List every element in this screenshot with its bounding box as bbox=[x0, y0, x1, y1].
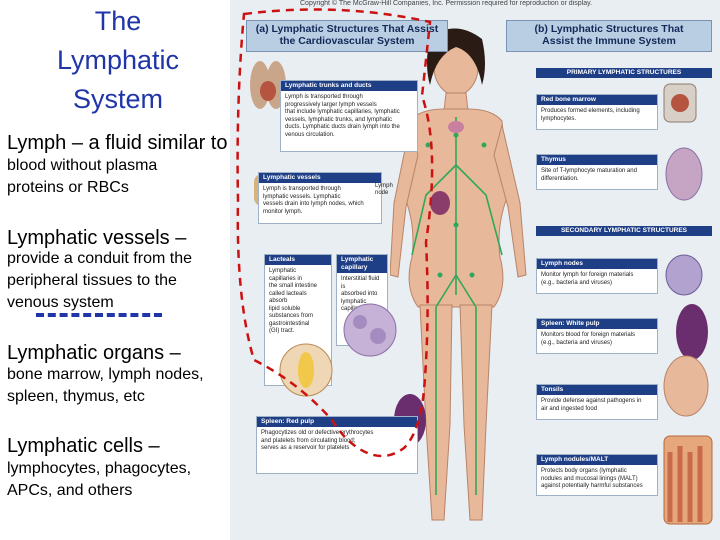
bone-marrow-image bbox=[663, 83, 697, 123]
dashed-separator bbox=[36, 313, 162, 317]
spleen-red-pulp-text: Phagocytizes old or defective erythrocyt… bbox=[261, 430, 374, 451]
malt-title: Lymph nodules/MALT bbox=[537, 455, 657, 465]
vessels-heading: Lymphatic vessels – bbox=[7, 227, 187, 249]
tonsils-box: Tonsils Provide defense against pathogen… bbox=[536, 384, 658, 420]
thymus-text: Site of T-lymphocyte maturation and diff… bbox=[541, 168, 637, 182]
red-bone-marrow-text: Produces formed elements, including lymp… bbox=[541, 108, 640, 122]
lymphatic-vessels-title: Lymphatic vessels bbox=[259, 173, 381, 183]
copyright-notice: Copyright © The McGraw-Hill Companies, I… bbox=[300, 0, 593, 7]
thymus-title: Thymus bbox=[537, 155, 657, 165]
spleen-white-pulp-text: Monitors blood for foreign materials (e.… bbox=[541, 332, 636, 346]
red-bone-marrow-title: Red bone marrow bbox=[537, 95, 657, 105]
lymphatic-vessels-box: Lymphatic vessels Lymph is transported t… bbox=[258, 172, 382, 224]
red-annotation-outline bbox=[236, 8, 434, 458]
spleen-white-pulp-box: Spleen: White pulp Monitors blood for fo… bbox=[536, 318, 658, 354]
capillary-title: Lymphatic capillary bbox=[337, 255, 387, 273]
tonsils-text: Provide defense against pathogens in air… bbox=[541, 398, 642, 412]
malt-villi-image bbox=[663, 435, 713, 525]
lymph-node-label: Lymph node bbox=[375, 183, 393, 196]
red-bone-marrow-box: Red bone marrow Produces formed elements… bbox=[536, 94, 658, 130]
trunks-ducts-text: Lymph is transported through progressive… bbox=[285, 94, 400, 138]
spleen-image bbox=[676, 304, 708, 360]
spleen-red-pulp-box: Spleen: Red pulp Phagocytizes old or def… bbox=[256, 416, 418, 474]
organs-description: bone marrow, lymph nodes, spleen, thymus… bbox=[7, 366, 204, 405]
thymus-box: Thymus Site of T-lymphocyte maturation a… bbox=[536, 154, 658, 190]
lymph-description: blood without plasma proteins or RBCs bbox=[7, 157, 158, 196]
lacteals-title: Lacteals bbox=[265, 255, 331, 265]
primary-structures-header: PRIMARY LYMPHATIC STRUCTURES bbox=[536, 68, 712, 78]
lymph-node-image bbox=[665, 254, 703, 296]
tonsils-title: Tonsils bbox=[537, 385, 657, 395]
cells-description: lymphocytes, phagocytes, APCs, and other… bbox=[7, 460, 192, 499]
vessels-description: provide a conduit from the peripheral ti… bbox=[7, 250, 192, 311]
secondary-structures-header: SECONDARY LYMPHATIC STRUCTURES bbox=[536, 226, 712, 236]
malt-box: Lymph nodules/MALT Protects body organs … bbox=[536, 454, 658, 496]
capillary-tissue-image bbox=[343, 303, 397, 357]
lymphatic-vessels-text: Lymph is transported through lymphatic v… bbox=[263, 186, 364, 215]
lymph-nodes-title: Lymph nodes bbox=[537, 259, 657, 269]
lymphatic-figure: (a) Lymphatic Structures That Assist the… bbox=[230, 0, 720, 540]
spleen-white-pulp-title: Spleen: White pulp bbox=[537, 319, 657, 329]
cells-heading: Lymphatic cells – bbox=[7, 435, 160, 457]
organs-heading: Lymphatic organs – bbox=[7, 342, 181, 364]
trunks-ducts-box: Lymphatic trunks and ducts Lymph is tran… bbox=[280, 80, 418, 152]
panel-a-title: (a) Lymphatic Structures That Assist the… bbox=[246, 20, 448, 52]
thymus-image bbox=[665, 147, 703, 201]
spleen-red-pulp-title: Spleen: Red pulp bbox=[257, 417, 417, 427]
tonsils-image bbox=[663, 355, 709, 417]
lymph-nodes-box: Lymph nodes Monitor lymph for foreign ma… bbox=[536, 258, 658, 294]
panel-b-title: (b) Lymphatic Structures That Assist the… bbox=[506, 20, 712, 52]
malt-text: Protects body organs (lymphatic nodules … bbox=[541, 468, 643, 489]
lymph-heading: Lymph – a fluid similar to bbox=[7, 132, 228, 154]
lacteals-text: Lymphatic capillaries in the small intes… bbox=[269, 268, 318, 334]
slide-title: The Lymphatic System bbox=[56, 6, 180, 114]
trunks-ducts-title: Lymphatic trunks and ducts bbox=[281, 81, 417, 91]
lymph-nodes-text: Monitor lymph for foreign materials (e.g… bbox=[541, 272, 634, 286]
